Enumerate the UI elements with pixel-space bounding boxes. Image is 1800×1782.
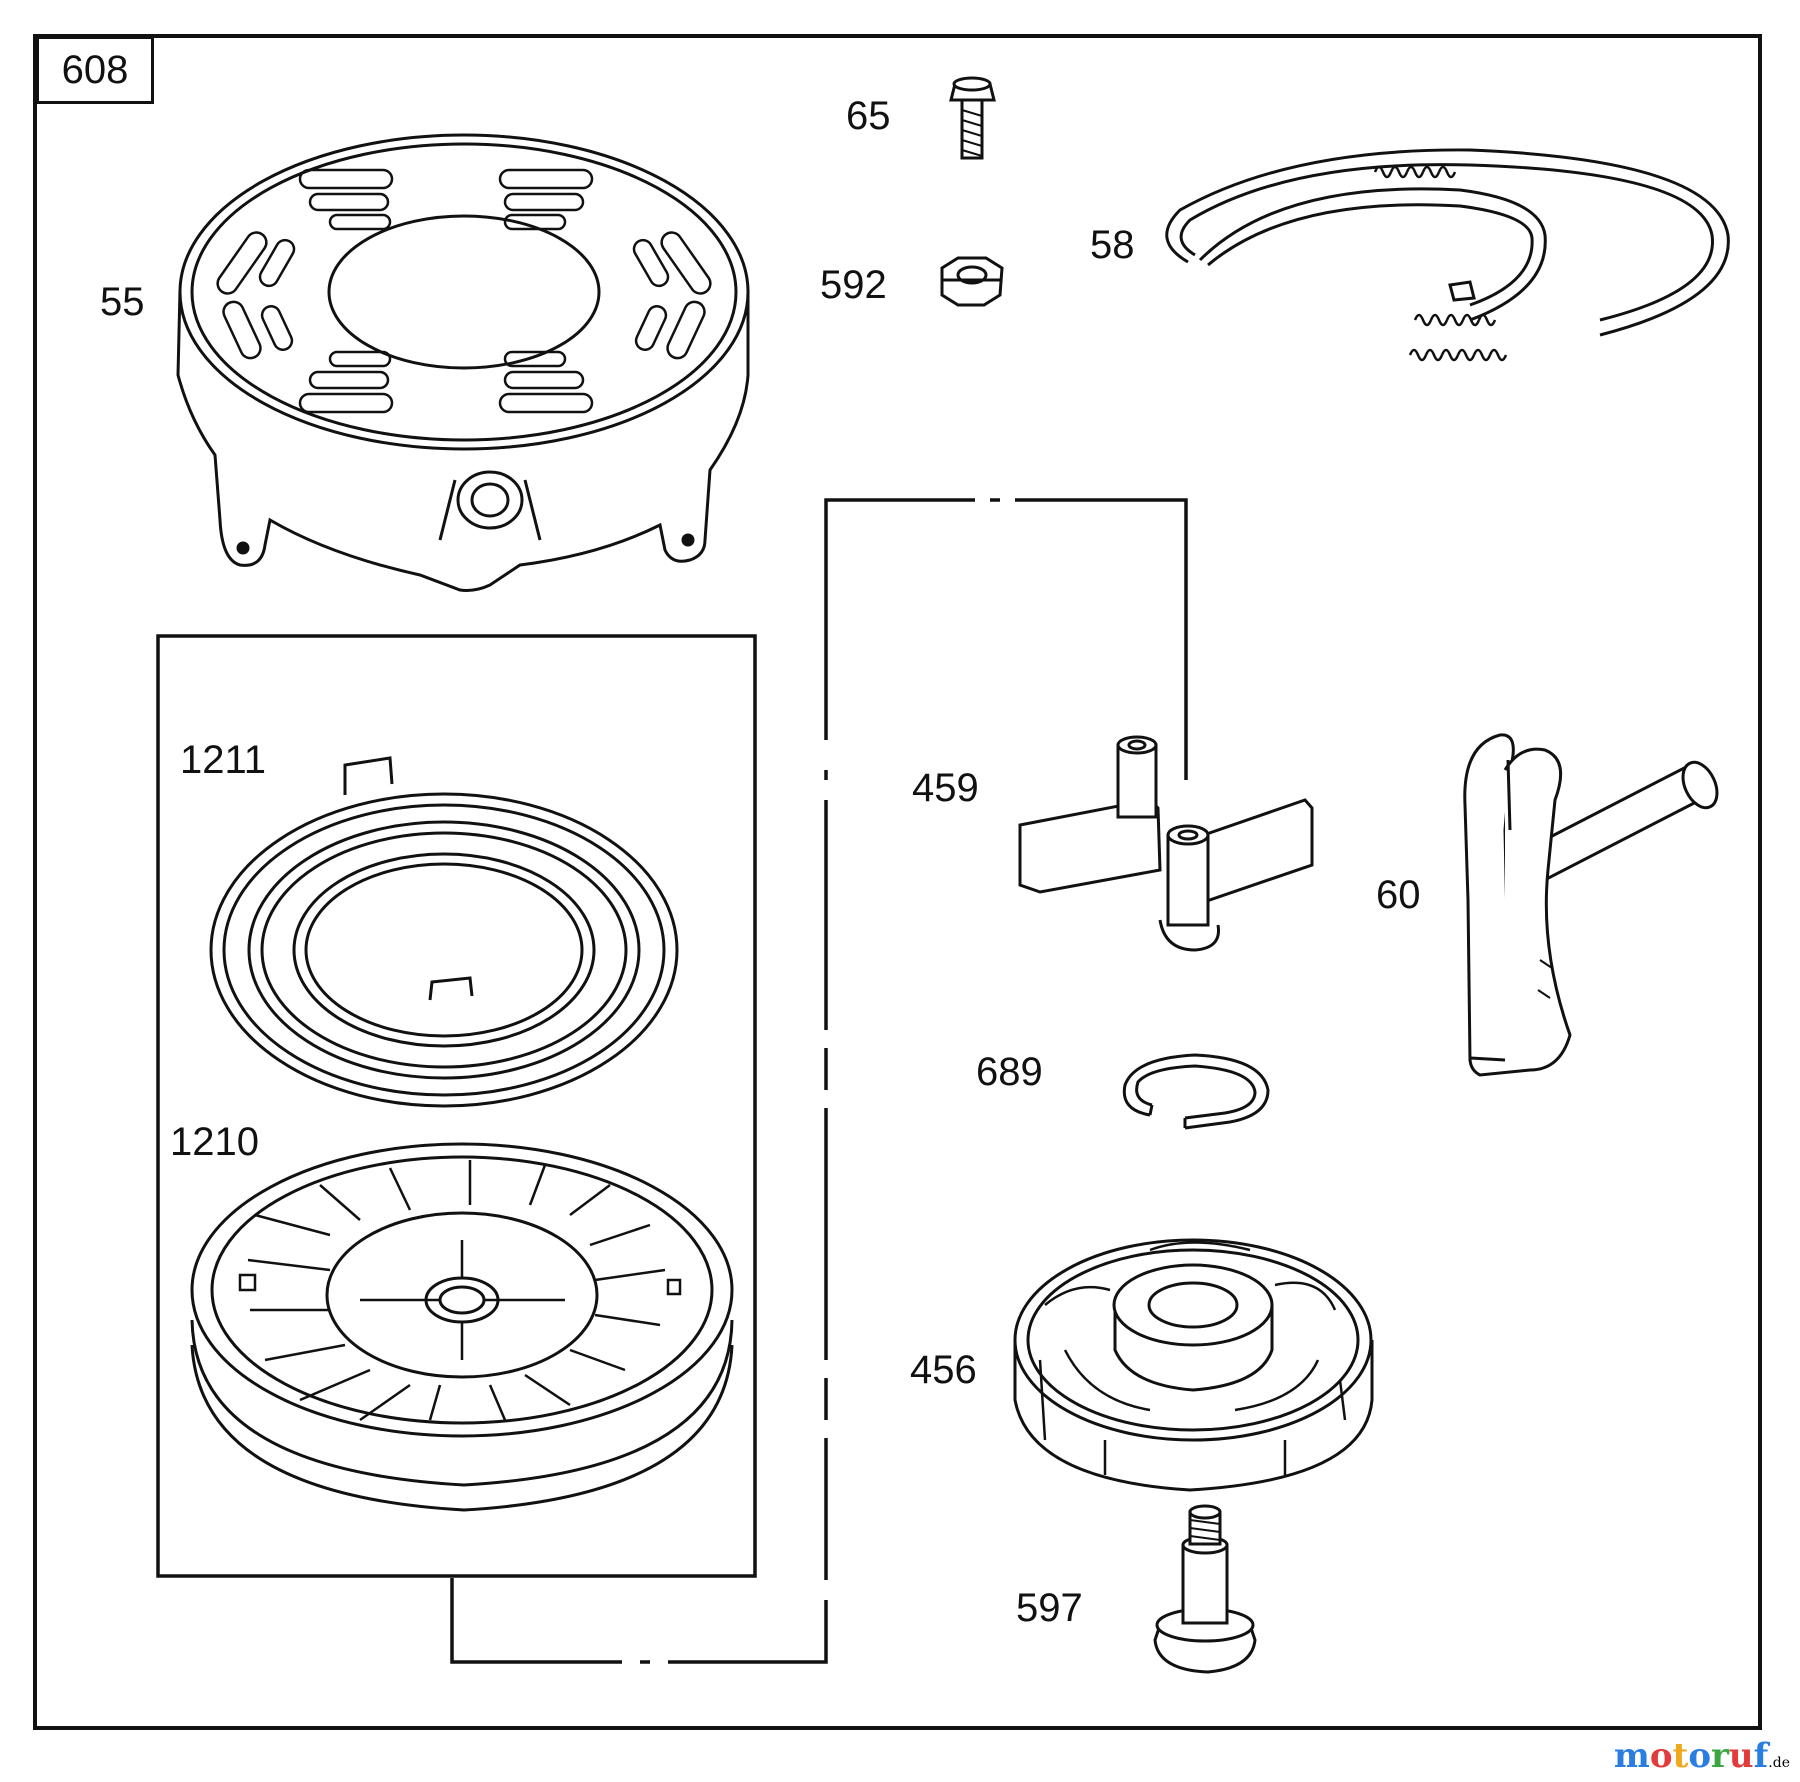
watermark-letter: u (1728, 1736, 1754, 1776)
part-1211-recoil-spring (209, 756, 679, 1108)
part-597-shoulder-screw (1153, 1504, 1257, 1674)
callout-58: 58 (1090, 223, 1135, 267)
part-60-starter-handle (1463, 733, 1719, 1077)
part-459-pawls (1018, 735, 1314, 952)
callout-592: 592 (820, 263, 887, 307)
watermark-letter: o (1688, 1736, 1711, 1776)
assembly-reference-line (824, 498, 1188, 1580)
kit-connector-line (450, 1578, 828, 1664)
part-689-retaining-ring (1122, 1053, 1270, 1130)
watermark-letter: t (1672, 1736, 1689, 1776)
callout-65: 65 (846, 94, 891, 138)
motoruf-watermark: motoruf.de (1614, 1736, 1790, 1776)
watermark-letter: f (1753, 1736, 1769, 1776)
watermark-text: motoruf (1614, 1736, 1768, 1776)
callout-597: 597 (1016, 1586, 1083, 1630)
callout-689: 689 (976, 1050, 1043, 1094)
callout-459: 459 (912, 766, 979, 810)
kit-box (156, 634, 757, 1578)
callout-55: 55 (100, 280, 145, 324)
part-592-nut (940, 256, 1004, 307)
callout-60: 60 (1376, 873, 1421, 917)
part-456-ratchet (1013, 1238, 1374, 1492)
part-55-starter-housing (176, 133, 750, 592)
watermark-tld: .de (1768, 1755, 1790, 1771)
outer-frame (33, 34, 1762, 1730)
callout-456: 456 (910, 1348, 977, 1392)
watermark-letter: o (1649, 1736, 1673, 1776)
diagram-reference-label: 608 (36, 36, 154, 104)
watermark-letter: r (1711, 1736, 1729, 1776)
callout-1210: 1210 (170, 1120, 259, 1164)
callout-1211: 1211 (180, 738, 267, 782)
part-65-screw (949, 76, 996, 160)
watermark-letter: m (1613, 1736, 1650, 1776)
part-1210-pulley (190, 1142, 734, 1512)
part-58-starter-rope (1165, 148, 1730, 362)
